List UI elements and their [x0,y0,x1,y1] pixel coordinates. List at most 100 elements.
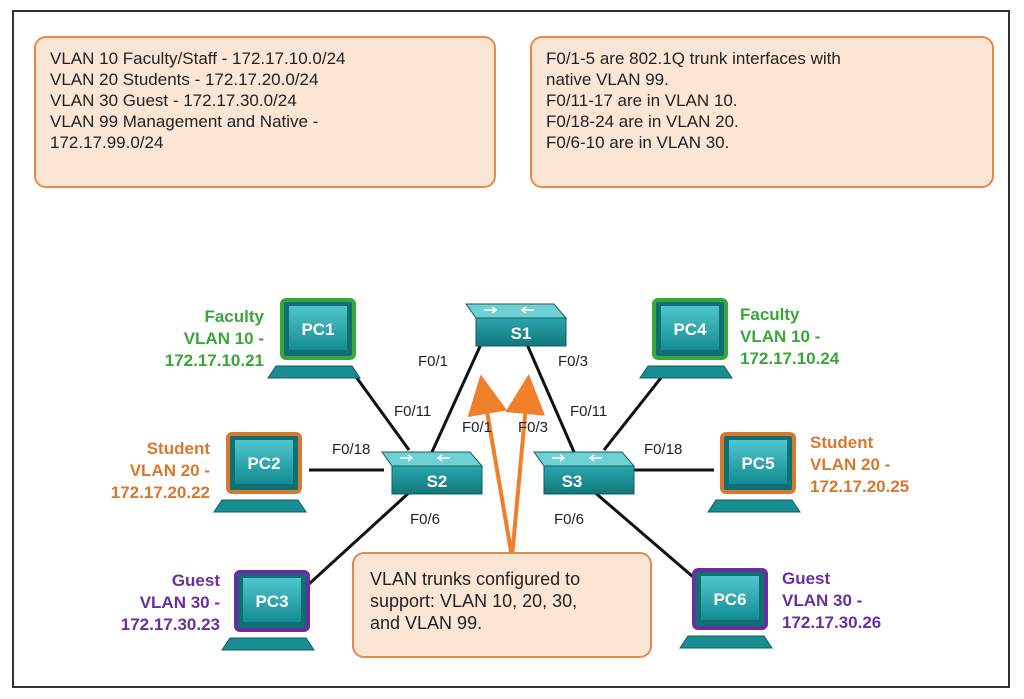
pc-label: PC5 [741,454,774,473]
pc-label: PC6 [713,590,746,609]
caption-pc3: Guest VLAN 30 - 172.17.30.23 [121,571,221,634]
link-pc4-s3 [602,373,666,451]
note-line: VLAN 30 Guest - 172.17.30.0/24 [50,91,297,110]
switch-top-face [533,451,636,467]
vlan-label: VLAN 30 - [140,593,220,612]
role-label: Student [810,433,874,452]
pc-keyboard [267,365,361,379]
ip-label: 172.17.20.22 [111,483,210,502]
pc-screen [235,440,293,484]
role-label: Guest [782,569,831,588]
role-label: Student [147,439,211,458]
switch-arrows-icon [552,454,602,462]
note-line: F0/6-10 are in VLAN 30. [546,133,730,152]
switch-label: S3 [562,472,583,491]
switch-front-face [543,465,635,495]
switch-arrows-icon [484,306,534,314]
note-line: 172.17.99.0/24 [50,133,164,152]
links [307,341,714,586]
vlan-label: VLAN 10 - [184,329,264,348]
pc-screen [701,576,759,620]
pc-pc2[interactable]: PC2 [213,432,307,513]
pc-keyboard [639,365,733,379]
diagram-frame: VLAN 10 Faculty/Staff - 172.17.10.0/24 V… [12,10,1010,688]
link-s1-s3 [524,341,576,453]
pc-screen [289,306,347,350]
pc-pc4[interactable]: PC4 [639,298,733,379]
link-pc1-s2 [352,373,411,451]
pc-pc1[interactable]: PC1 [267,298,361,379]
pc-keyboard [213,499,307,513]
port-label: F0/3 [518,419,548,436]
vlan-label: VLAN 30 - [782,591,862,610]
vlan-label: VLAN 10 - [740,327,820,346]
pc-pc3[interactable]: PC3 [221,570,315,651]
trunk-note: VLAN trunks configured to support: VLAN … [352,552,652,658]
topology-diagram: S1 S2 S3 PC1 PC2 [111,298,909,651]
port-label: F0/1 [462,419,492,436]
switch-front-face [391,465,483,495]
role-label: Faculty [740,305,800,324]
pc-label: PC3 [255,592,288,611]
note-line: and VLAN 99. [370,613,483,633]
vlan-label: VLAN 20 - [810,455,890,474]
note-line: F0/11-17 are in VLAN 10. [546,91,738,110]
port-label: F0/11 [394,403,431,420]
note-line: VLAN 20 Students - 172.17.20.0/24 [50,70,319,89]
port-label: F0/3 [558,353,588,370]
port-label: F0/18 [644,441,682,458]
ip-label: 172.17.30.23 [121,615,220,634]
role-label: Guest [172,571,221,590]
switch-s1[interactable]: S1 [465,303,568,347]
pc-keyboard [221,637,315,651]
caption-pc5: Student VLAN 20 - 172.17.20.25 [810,433,909,496]
port-label: F0/11 [570,403,607,420]
link-pc3-s2 [307,488,414,586]
pc-pc5[interactable]: PC5 [707,432,801,513]
switch-top-face [381,451,484,467]
vlan-subnet-note: VLAN 10 Faculty/Staff - 172.17.10.0/24 V… [34,36,496,188]
caption-pc6: Guest VLAN 30 - 172.17.30.26 [782,569,881,632]
ip-label: 172.17.10.21 [165,351,264,370]
pc-screen [243,578,301,622]
pc-keyboard [679,635,773,649]
link-s1-s2 [430,341,484,453]
port-label: F0/6 [554,511,584,528]
caption-pc1: Faculty VLAN 10 - 172.17.10.21 [165,307,265,370]
pc-screen [661,306,719,350]
note-line: F0/18-24 are in VLAN 20. [546,112,739,131]
switch-label: S2 [427,472,448,491]
port-labels: F0/1 F0/3 F0/11 F0/1 F0/18 F0/6 F0/3 F0/… [332,353,682,528]
switch-s3[interactable]: S3 [533,451,636,495]
switch-top-face [465,303,568,319]
pc-keyboard [707,499,801,513]
ip-label: 172.17.30.26 [782,613,881,632]
arrow-to-s3-trunk [505,374,546,558]
ip-label: 172.17.10.24 [740,349,840,368]
port-assignment-note: F0/1-5 are 802.1Q trunk interfaces with … [530,36,994,188]
port-label: F0/18 [332,441,370,458]
note-line: VLAN 99 Management and Native - [50,112,319,131]
switch-s2[interactable]: S2 [381,451,484,495]
note-line: F0/1-5 are 802.1Q trunk interfaces with [546,49,841,68]
pc-label: PC4 [673,320,707,339]
note-line: support: VLAN 10, 20, 30, [370,591,578,611]
vlan-label: VLAN 20 - [130,461,210,480]
pc-label: PC1 [301,320,334,339]
note-line: VLAN trunks configured to [370,569,581,589]
switch-arrows-icon [400,454,450,462]
ip-label: 172.17.20.25 [810,477,909,496]
pc-screen [729,440,787,484]
switch-front-face [475,317,567,347]
trunk-arrows [467,374,546,558]
port-label: F0/6 [410,511,440,528]
switch-label: S1 [511,324,532,343]
link-pc6-s3 [591,488,700,584]
pc-pc6[interactable]: PC6 [679,568,773,649]
role-label: Faculty [204,307,264,326]
note-line: native VLAN 99. [546,70,669,89]
port-label: F0/1 [418,353,448,370]
caption-pc2: Student VLAN 20 - 172.17.20.22 [111,439,211,502]
note-line: VLAN 10 Faculty/Staff - 172.17.10.0/24 [50,49,346,68]
caption-pc4: Faculty VLAN 10 - 172.17.10.24 [740,305,840,368]
